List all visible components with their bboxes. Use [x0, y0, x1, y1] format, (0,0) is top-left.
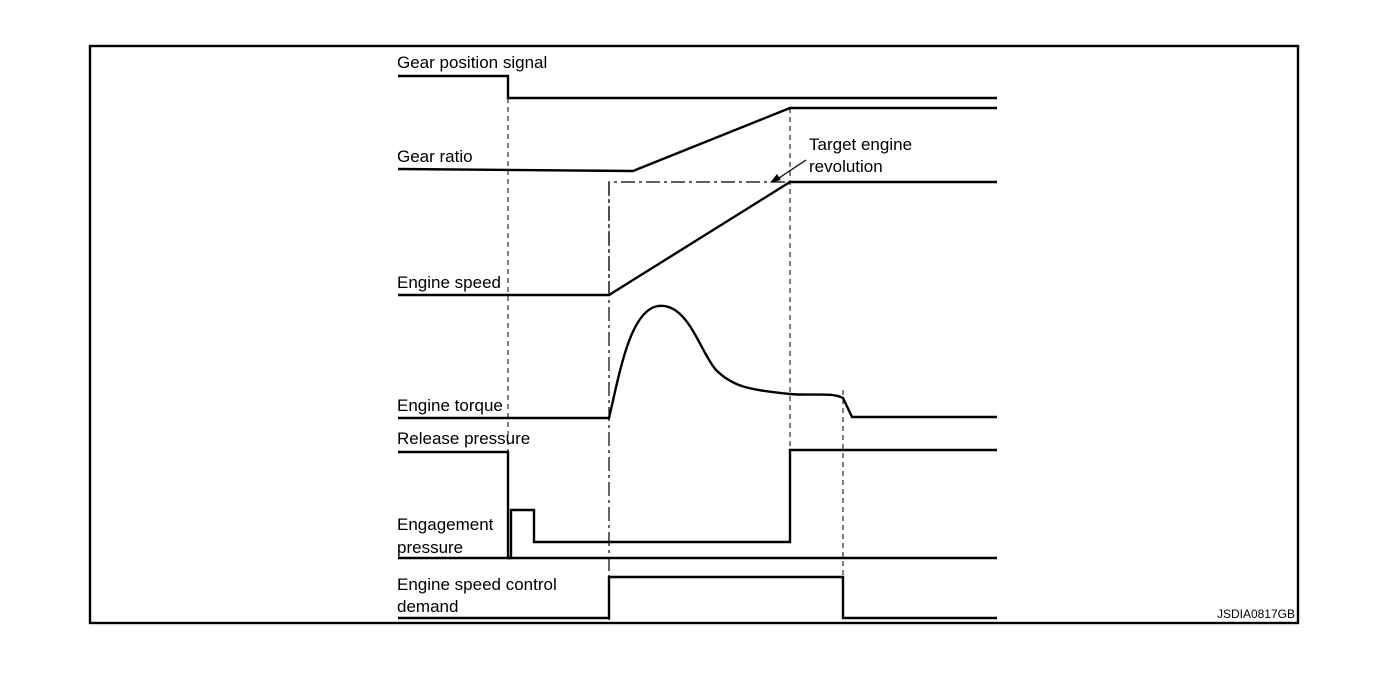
label-engagement-pressure-1: Engagement: [397, 515, 494, 534]
figure-code: JSDIA0817GB: [1217, 607, 1295, 621]
label-release-pressure: Release pressure: [397, 429, 530, 448]
label-target-engine-revolution-2: revolution: [809, 157, 883, 176]
gear-ratio-trace: [397, 106, 997, 173]
target-engine-revolution-arrowhead: [770, 174, 781, 183]
label-gear-position-signal: Gear position signal: [397, 53, 547, 72]
release-pressure-trace: [398, 450, 997, 560]
label-engagement-pressure-2: pressure: [397, 538, 463, 557]
target-engine-revolution-trace: [608, 181, 790, 295]
target-engine-revolution-leader: [775, 159, 807, 181]
engine-speed-control-demand-trace: [398, 575, 997, 620]
gear-position-signal-trace: [398, 74, 997, 100]
engine-speed-trace: [398, 180, 997, 297]
engine-torque-trace: [398, 304, 997, 420]
diagram-frame: [88, 44, 1300, 625]
label-engine-torque: Engine torque: [397, 396, 503, 415]
label-target-engine-revolution-1: Target engine: [809, 135, 912, 154]
label-engine-speed-control-demand-1: Engine speed control: [397, 575, 557, 594]
label-engine-speed: Engine speed: [397, 273, 501, 292]
label-gear-ratio: Gear ratio: [397, 147, 473, 166]
engagement-pressure-trace: [398, 448, 997, 560]
label-engine-speed-control-demand-2: demand: [397, 597, 458, 616]
